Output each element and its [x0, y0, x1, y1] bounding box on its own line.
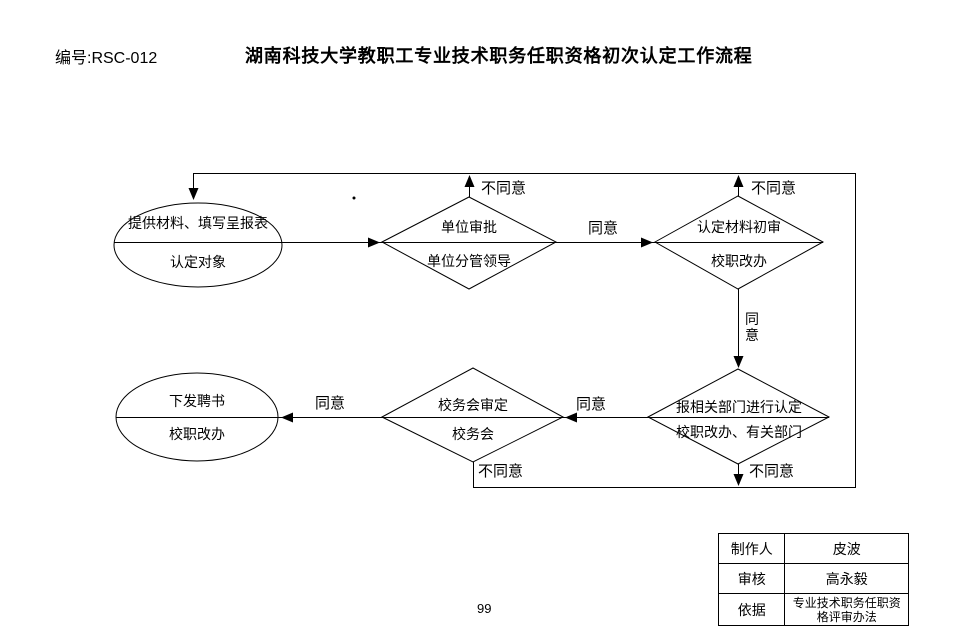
council-diamond — [380, 367, 565, 463]
arrowhead-unit-disagree-up — [464, 175, 475, 187]
table-row: 依据 专业技术职务任职资格评审办法 — [717, 593, 909, 626]
initial-review-bottom-label: 校职改办 — [711, 253, 767, 269]
info-value-reviewer: 高永毅 — [784, 563, 909, 594]
arrowhead-into-depts-diamond — [733, 356, 744, 368]
disagree-label-depts: 不同意 — [749, 463, 795, 480]
info-label-basis: 依据 — [717, 593, 786, 626]
info-value-maker: 皮波 — [784, 533, 909, 564]
arrowhead-loop-into-start — [188, 188, 199, 200]
start-node-top-label: 提供材料、填写呈报表 — [128, 215, 268, 231]
unit-approval-top-label: 单位审批 — [441, 219, 497, 235]
start-ellipse — [113, 202, 283, 288]
arrowhead-into-issue-ellipse — [281, 412, 293, 423]
disagree-label-council: 不同意 — [478, 463, 524, 480]
related-depts-diamond — [646, 368, 831, 465]
info-table: 制作人 皮波 审核 高永毅 依据 专业技术职务任职资格评审办法 — [717, 533, 909, 626]
issue-node-top-label: 下发聘书 — [169, 393, 225, 409]
disagree-label-review: 不同意 — [751, 180, 797, 197]
arrowhead-review-disagree-up — [733, 175, 744, 187]
agree-label-depts-to-council: 同意 — [576, 396, 607, 413]
agree-label-review-to-depts: 同意 — [745, 311, 759, 343]
agree-label-unit-to-review: 同意 — [588, 220, 619, 237]
info-value-basis: 专业技术职务任职资格评审办法 — [784, 593, 909, 626]
initial-review-top-label: 认定材料初审 — [697, 219, 781, 235]
doc-number: 编号:RSC-012 — [55, 50, 158, 67]
arrowhead-into-council-diamond — [565, 412, 577, 423]
related-depts-top-label: 报相关部门进行认定 — [676, 399, 802, 415]
council-bottom-label: 校务会 — [452, 426, 494, 442]
stray-dot — [352, 196, 356, 200]
arrowhead-into-review-diamond — [641, 237, 653, 248]
agree-label-council-to-issue: 同意 — [315, 395, 346, 412]
page-title: 湖南科技大学教职工专业技术职务任职资格初次认定工作流程 — [245, 46, 753, 66]
arrowhead-into-unit-diamond — [368, 237, 380, 248]
page-number: 99 — [477, 601, 492, 616]
info-label-reviewer: 审核 — [717, 563, 786, 594]
return-loop-line — [193, 173, 856, 488]
related-depts-bottom-label: 校职改办、有关部门 — [676, 424, 802, 440]
start-node-bottom-label: 认定对象 — [170, 254, 226, 270]
disagree-label-unit: 不同意 — [481, 180, 527, 197]
issue-node-bottom-label: 校职改办 — [169, 426, 225, 442]
table-row: 制作人 皮波 — [717, 533, 909, 564]
arrowhead-depts-disagree-down — [733, 474, 744, 486]
info-label-maker: 制作人 — [717, 533, 786, 564]
unit-approval-bottom-label: 单位分管领导 — [427, 253, 511, 269]
table-row: 审核 高永毅 — [717, 563, 909, 594]
council-top-label: 校务会审定 — [438, 397, 508, 413]
